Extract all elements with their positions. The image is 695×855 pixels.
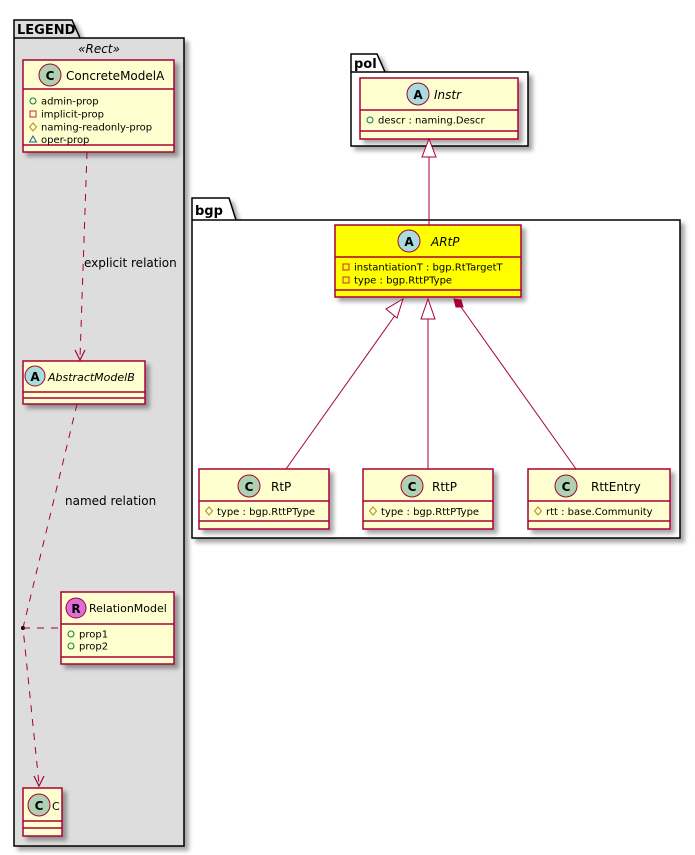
attribute: oper-prop (41, 135, 89, 146)
private-visibility-icon (342, 276, 350, 284)
class-c-letter: C (245, 480, 254, 494)
class-artp[interactable]: A ARtP instantiationT : bgp.RtTargetT ty… (334, 224, 522, 298)
legend-package-name: LEGEND (17, 23, 76, 38)
attribute: naming-readonly-prop (41, 123, 152, 134)
named-relation-arrow: named relation (21, 403, 156, 788)
explicit-relation-label: explicit relation (84, 256, 177, 270)
public-visibility-icon (67, 630, 75, 638)
inheritance-rttp-artp (420, 297, 436, 469)
attribute: admin-prop (41, 97, 99, 108)
protected-visibility-icon (533, 506, 543, 516)
class-name: RttEntry (591, 480, 641, 494)
abstract-a-letter: A (404, 235, 414, 249)
attribute: prop1 (79, 630, 108, 641)
class-name: C (52, 800, 60, 813)
class-concrete-model-a[interactable]: C ConcreteModelA admin-prop implicit-pro… (22, 59, 175, 153)
class-name: AbstractModelB (47, 371, 135, 384)
abstract-a-icon (397, 229, 421, 253)
relation-line (285, 313, 397, 470)
class-c-icon (554, 474, 578, 498)
attribute: prop2 (79, 642, 108, 653)
class-c-letter: C (35, 799, 44, 813)
class-box (198, 468, 330, 530)
abstract-a-icon (24, 365, 46, 387)
pol-package-name: pol (354, 57, 377, 72)
class-c-icon (38, 63, 62, 87)
bgp-package: bgp (191, 197, 681, 539)
private-visibility-icon (342, 263, 350, 271)
bgp-package-body (191, 197, 681, 539)
class-c-letter: C (562, 480, 571, 494)
class-c-letter: C (46, 69, 55, 83)
attribute: type : bgp.RttPType (354, 276, 452, 287)
attribute: type : bgp.RttPType (381, 507, 479, 518)
composition-rttentry-artp (453, 298, 577, 470)
class-relation-model[interactable]: R RelationModel prop1 prop2 (60, 591, 175, 665)
attribute: rtt : base.Community (546, 507, 653, 518)
class-c-letter: C (408, 480, 417, 494)
inheritance-triangle-icon (385, 297, 404, 319)
class-box (22, 360, 146, 405)
public-visibility-icon (67, 642, 75, 650)
inheritance-triangle-icon (421, 137, 437, 158)
protected-visibility-icon (368, 506, 378, 516)
class-instr[interactable]: A Instr descr : naming.Descr (359, 77, 519, 140)
class-rttentry[interactable]: C RttEntry rtt : base.Community (527, 468, 671, 530)
class-box (22, 59, 175, 153)
abstract-a-letter: A (413, 88, 423, 102)
abstract-a-letter: A (30, 370, 40, 384)
composition-diamond-icon (453, 298, 464, 308)
class-c[interactable]: C C (22, 787, 63, 837)
class-name: Instr (434, 88, 462, 102)
class-name: RttP (432, 480, 457, 494)
arrow-head-icon (33, 775, 45, 788)
bgp-package-name: bgp (195, 204, 223, 219)
protected-visibility-icon (28, 122, 38, 132)
class-box (334, 224, 522, 298)
public-visibility-icon (29, 97, 37, 105)
class-name: RelationModel (89, 602, 167, 615)
protected-visibility-icon (204, 506, 214, 516)
attribute: instantiationT : bgp.RtTargetT (354, 263, 504, 274)
attribute: descr : naming.Descr (378, 116, 485, 127)
relation-r-icon (65, 597, 87, 619)
class-rttp[interactable]: C RttP type : bgp.RttPType (362, 468, 494, 530)
class-c-icon (27, 793, 51, 817)
private-visibility-icon (29, 110, 37, 118)
class-box (362, 468, 494, 530)
relation-r-letter: R (71, 602, 80, 616)
legend-stereotype: «Rect» (78, 42, 120, 56)
class-name: ARtP (430, 235, 460, 249)
class-c-icon (400, 474, 424, 498)
dashed-line (79, 151, 88, 359)
attribute: type : bgp.RttPType (217, 507, 315, 518)
explicit-relation-arrow: explicit relation (74, 151, 177, 362)
class-rtp[interactable]: C RtP type : bgp.RttPType (198, 468, 330, 530)
relation-line (460, 306, 577, 470)
attribute: implicit-prop (41, 110, 104, 121)
arrow-head-icon (74, 349, 86, 362)
class-name: ConcreteModelA (66, 69, 165, 83)
class-box (359, 77, 519, 140)
class-c-icon (237, 474, 261, 498)
class-name: RtP (271, 480, 291, 494)
inheritance-artp-instr (421, 137, 437, 225)
inheritance-rtp-artp (285, 297, 404, 470)
class-box (527, 468, 671, 530)
named-relation-label: named relation (65, 494, 156, 508)
package-visibility-icon (28, 135, 38, 143)
class-abstract-model-b[interactable]: A AbstractModelB (22, 360, 146, 405)
inheritance-triangle-icon (420, 297, 436, 320)
public-visibility-icon (366, 116, 374, 124)
abstract-a-icon (406, 82, 430, 106)
